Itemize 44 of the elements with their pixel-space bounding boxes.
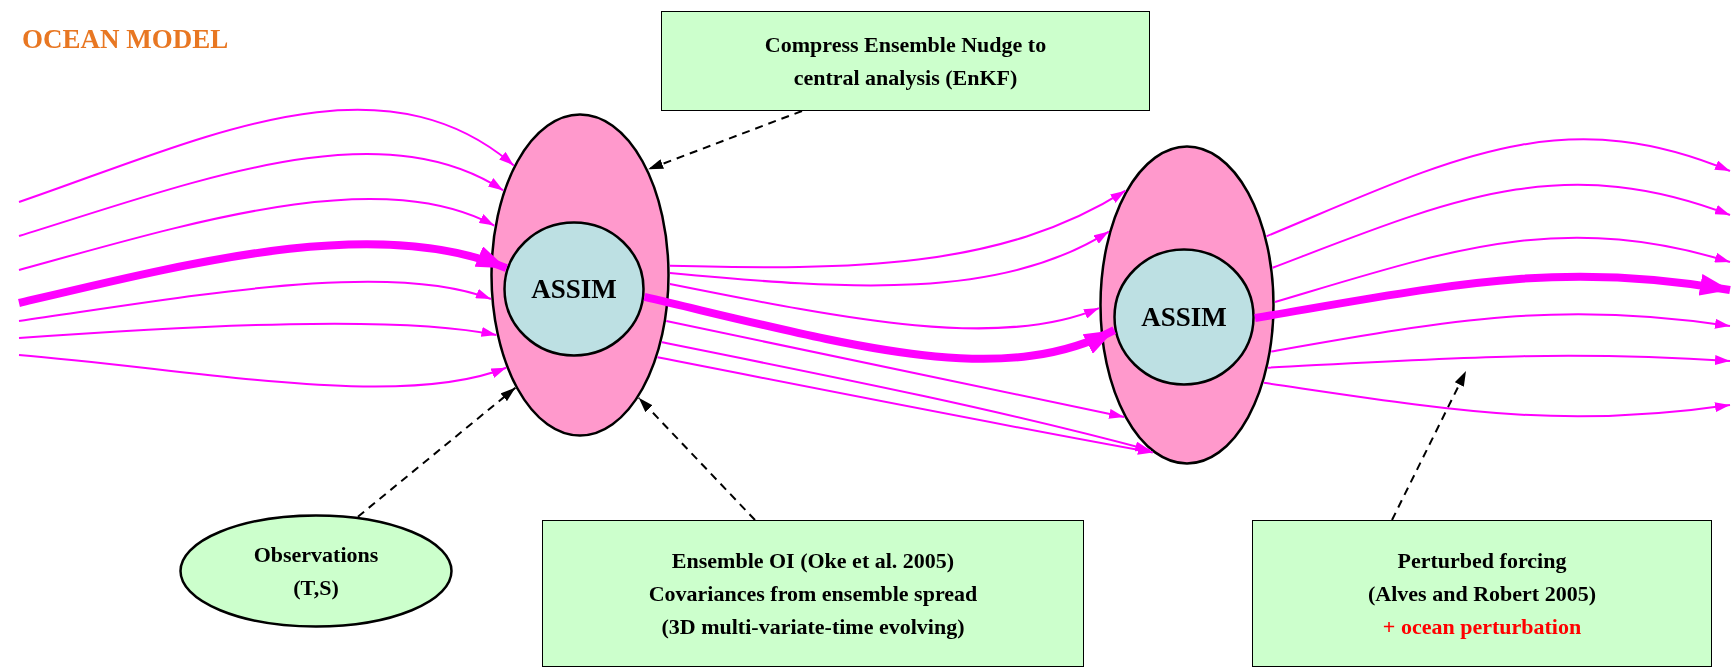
flow-arrow — [1265, 138, 1731, 238]
ensemble-ellipse — [1099, 145, 1275, 465]
note-box — [542, 520, 1084, 667]
node-text: + ocean perturbation — [1382, 613, 1582, 641]
process-circle — [1113, 248, 1255, 386]
flow-arrow — [18, 280, 492, 322]
leader-arrow — [1391, 370, 1467, 521]
flow-arrow — [668, 283, 1100, 330]
flow-arrow — [18, 198, 496, 271]
flow-arrow — [665, 320, 1126, 419]
node-text: (Alves and Robert 2005) — [1368, 580, 1596, 608]
flow-arrow — [1262, 381, 1731, 418]
flow-arrow — [656, 356, 1154, 455]
node-text: ASSIM — [531, 272, 617, 306]
leader-arrow — [637, 396, 756, 521]
flow-arrow — [18, 322, 498, 339]
flow-arrow — [1254, 272, 1731, 322]
leader-arrow — [356, 386, 517, 518]
flow-arrow — [1271, 183, 1731, 269]
ensemble-ellipse — [490, 113, 670, 437]
node-text: Observations (T,S) — [252, 541, 380, 602]
flow-arrow — [669, 230, 1110, 287]
leader-arrow — [647, 110, 803, 171]
note-box — [661, 11, 1150, 111]
node-text: Ensemble OI (Oke et al. 2005) — [671, 547, 955, 575]
flow-arrow — [18, 108, 515, 203]
node-text: Compress Ensemble Nudge to central analysis (EnKF) — [763, 31, 1048, 92]
flow-arrow — [1270, 313, 1731, 353]
flow-arrow — [643, 293, 1116, 363]
node-text: ASSIM — [1141, 300, 1227, 334]
flow-arrow — [18, 354, 508, 388]
node-text: Perturbed forcing — [1397, 547, 1567, 575]
flow-arrow — [18, 153, 505, 237]
diagram-title: OCEAN MODEL — [22, 24, 229, 55]
note-ellipse — [179, 514, 453, 628]
flow-arrow — [18, 240, 508, 307]
process-circle — [503, 221, 645, 357]
flow-arrow — [1274, 236, 1731, 303]
flow-arrow — [1266, 354, 1731, 369]
node-text: (3D multi-variate-time evolving) — [661, 613, 965, 641]
node-text: Covariances from ensemble spread — [648, 580, 978, 608]
flow-arrow — [668, 189, 1127, 269]
note-box — [1252, 520, 1712, 667]
flow-arrow — [660, 341, 1152, 452]
